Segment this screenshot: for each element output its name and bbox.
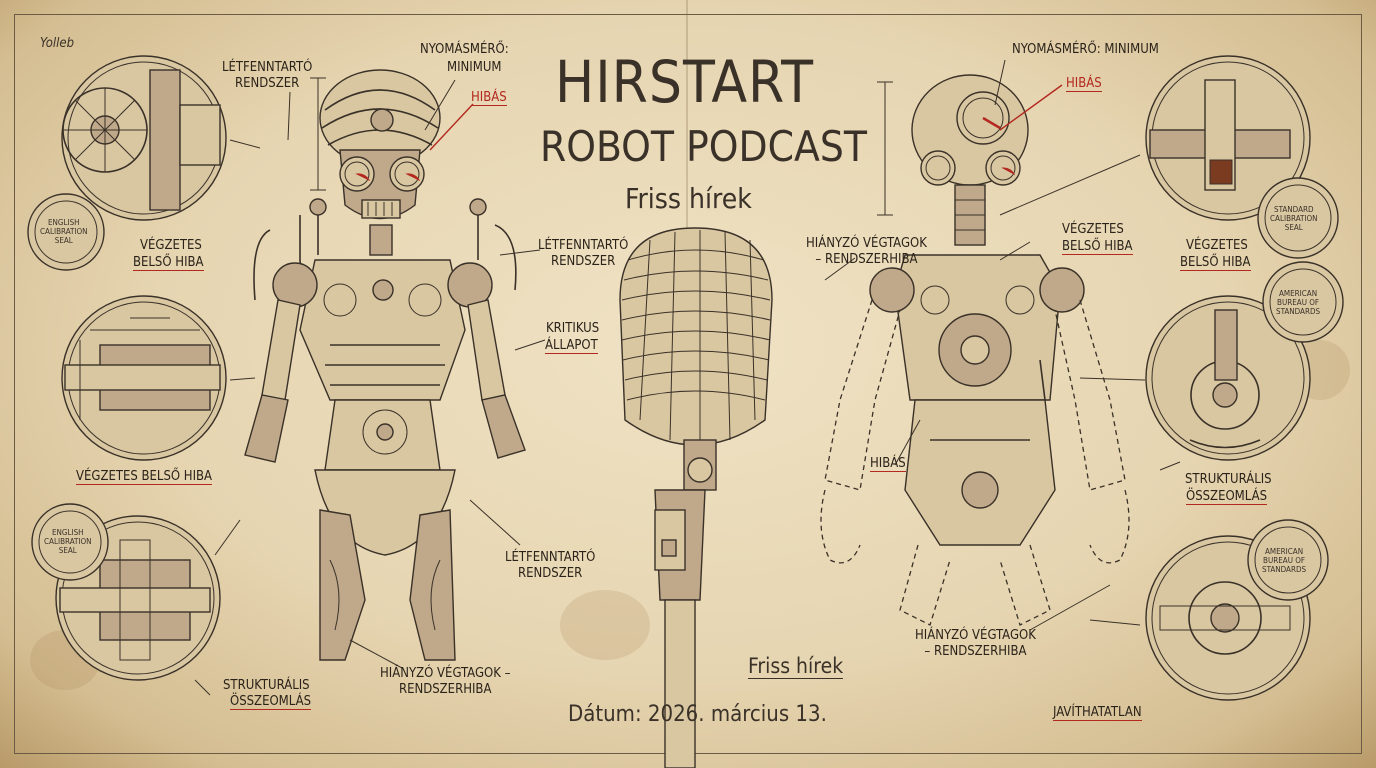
- left-seal-2: [31, 503, 109, 581]
- right-seal-2-text: AMERICAN BUREAU OF STANDARDS: [1276, 289, 1321, 316]
- mic-caption: Friss hírek: [748, 654, 844, 679]
- left-critical-line-2: ÁLLAPOT: [545, 338, 598, 354]
- right-pressure-label: NYOMÁSMÉRŐ: MINIMUM: [1012, 42, 1159, 57]
- left-structural-line-1: STRUKTURÁLIS: [223, 678, 310, 693]
- left-pressure-value: MINIMUM: [447, 60, 502, 75]
- left-life-support-mid: LÉTFENNTARTÓ RENDSZER: [538, 238, 629, 269]
- right-seal-1: [1257, 177, 1339, 259]
- right-seal-3: [1247, 519, 1329, 601]
- title-line-1: HIRSTART: [555, 48, 814, 116]
- microphone-illustration: [619, 227, 773, 768]
- date: Dátum: 2026. március 13.: [568, 702, 827, 727]
- right-faulty-mid: HIBÁS: [870, 456, 906, 472]
- left-missing-limbs: HIÁNYZÓ VÉGTAGOK – RENDSZERHIBA: [380, 666, 511, 697]
- left-life-support-top: LÉTFENNTARTÓ RENDSZER: [222, 60, 313, 91]
- right-detail-circle-top: [1145, 55, 1311, 221]
- left-fatal-circle-1-line-2: BELSŐ HIBA: [133, 255, 204, 271]
- signature: Yolleb: [40, 36, 74, 51]
- left-fatal-circle-1-line-1: VÉGZETES: [140, 238, 202, 253]
- left-critical-line-1: KRITIKUS: [546, 321, 600, 336]
- left-detail-circle-top: [61, 55, 227, 221]
- left-seal-1: [27, 193, 105, 271]
- right-missing-limbs-bottom: HIÁNYZÓ VÉGTAGOK – RENDSZERHIBA: [915, 628, 1036, 659]
- right-detail-circle-middle: [1145, 295, 1311, 461]
- left-robot: [244, 69, 526, 661]
- right-fatal-neck-line-1: VÉGZETES: [1062, 222, 1124, 237]
- subtitle: Friss hírek: [625, 182, 752, 215]
- right-seal-1-text: STANDARD CALIBRATION SEAL: [1270, 205, 1318, 232]
- right-seal-3-text: AMERICAN BUREAU OF STANDARDS: [1262, 547, 1307, 574]
- left-faulty-label: HIBÁS: [471, 90, 507, 106]
- left-fatal-circle-2: VÉGZETES BELSŐ HIBA: [76, 469, 213, 485]
- left-structural-line-2: ÖSSZEOMLÁS: [230, 694, 311, 710]
- right-fatal-circle-line-2: BELSŐ HIBA: [1180, 255, 1251, 271]
- right-missing-limbs-top: HIÁNYZÓ VÉGTAGOK – RENDSZERHIBA: [806, 236, 927, 267]
- paper-stain: [560, 590, 650, 660]
- right-seal-2: [1262, 261, 1344, 343]
- right-structural-line-2: ÖSSZEOMLÁS: [1186, 489, 1267, 505]
- title-line-2: ROBOT PODCAST: [540, 122, 867, 171]
- right-faulty-top: HIBÁS: [1066, 76, 1102, 92]
- left-detail-circle-middle: [61, 295, 227, 461]
- right-fatal-circle-line-1: VÉGZETES: [1186, 238, 1248, 253]
- left-pressure-label: NYOMÁSMÉRŐ:: [420, 42, 509, 57]
- right-robot: [820, 74, 1130, 626]
- right-unrepairable: JAVÍTHATATLAN: [1053, 705, 1142, 721]
- left-seal-1-text: ENGLISH CALIBRATION SEAL: [40, 218, 88, 245]
- left-seal-2-text: ENGLISH CALIBRATION SEAL: [44, 528, 92, 555]
- leader-lines: [194, 59, 1181, 696]
- right-fatal-neck-line-2: BELSŐ HIBA: [1062, 239, 1133, 255]
- left-life-support-bottom: LÉTFENNTARTÓ RENDSZER: [505, 550, 596, 581]
- right-structural-line-1: STRUKTURÁLIS: [1185, 472, 1272, 487]
